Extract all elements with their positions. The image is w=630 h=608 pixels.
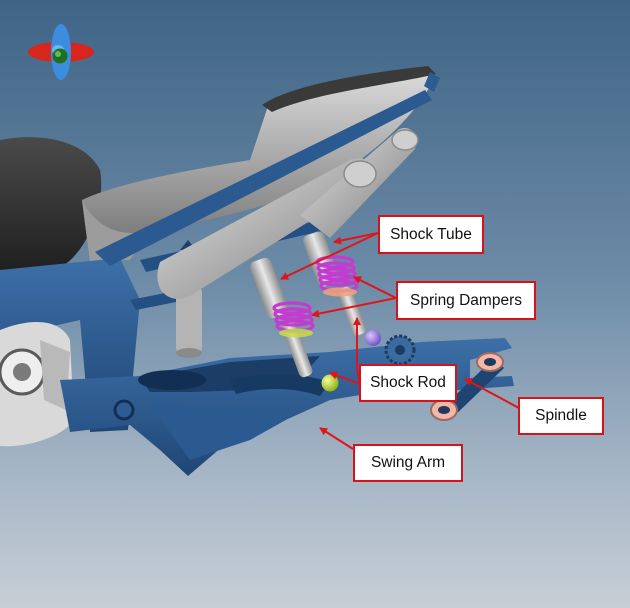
arrow-spring-2 — [311, 297, 397, 318]
shock-rod-end-ball — [321, 374, 339, 392]
callout-spring-dampers: Spring Dampers — [396, 281, 536, 320]
label-swing-arm: Swing Arm — [370, 454, 446, 472]
arrow-swing-arm — [319, 427, 354, 450]
label-shock-rod: Shock Rod — [370, 374, 446, 392]
callout-shock-tube: Shock Tube — [378, 215, 484, 254]
arrow-shock-rod — [329, 371, 361, 385]
arrow-shock-tube-2 — [280, 232, 379, 280]
seat — [0, 137, 102, 282]
label-spring-dampers: Spring Dampers — [410, 291, 522, 309]
label-shock-tube: Shock Tube — [390, 225, 472, 243]
label-spindle: Spindle — [535, 407, 587, 425]
spring-damper-left — [272, 301, 315, 338]
arrow-spring-1 — [353, 276, 397, 299]
arrow-shock-tube-1 — [333, 232, 379, 245]
callout-spindle: Spindle — [518, 397, 604, 435]
sprocket — [384, 334, 416, 366]
spindle-axle — [430, 352, 504, 421]
shock-tubes — [157, 127, 419, 299]
orientation-triad-icon[interactable] — [28, 24, 94, 80]
spring-damper-right — [315, 255, 359, 297]
shock-rod-end-ball — [365, 330, 381, 346]
arrow-spindle — [464, 378, 520, 409]
callout-swing-arm: Swing Arm — [353, 444, 463, 482]
callout-shock-rod: Shock Rod — [359, 364, 457, 402]
